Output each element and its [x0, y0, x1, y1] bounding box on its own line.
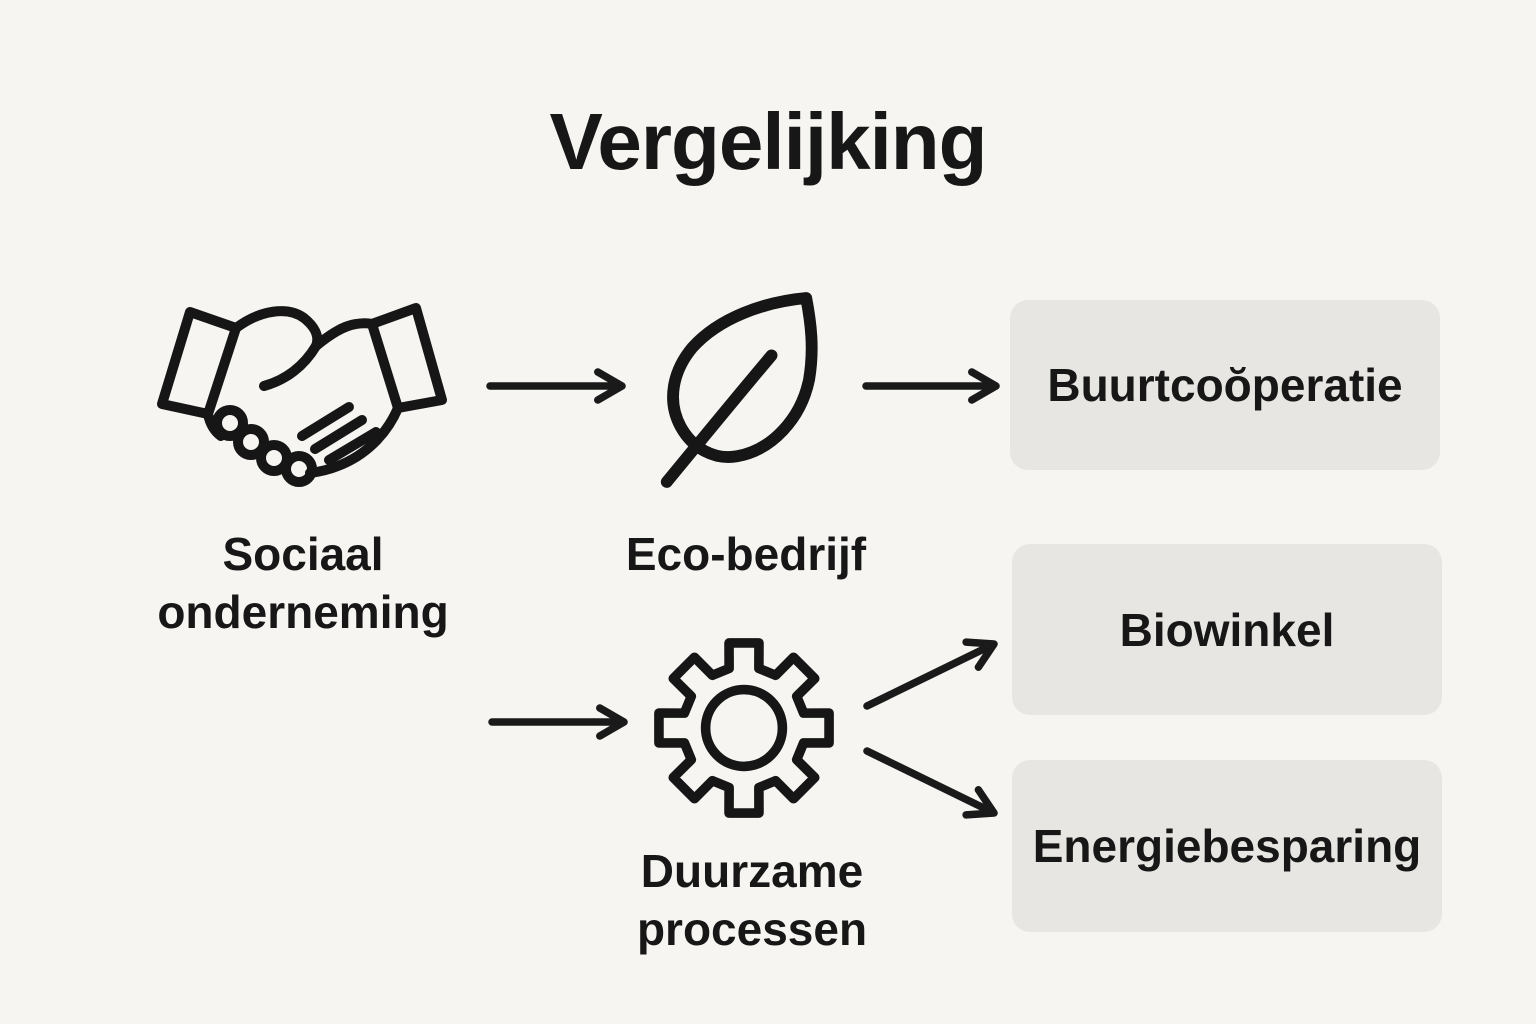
leaf-icon [645, 290, 823, 488]
result-box-biowinkel: Biowinkel [1012, 544, 1442, 715]
label-line: Eco-bedrijf [625, 528, 867, 580]
arrow-eco-to-buurtcooperatie [862, 368, 1000, 404]
gear-icon [648, 632, 840, 824]
arrow-duurzame-to-biowinkel [863, 638, 998, 710]
arrow-duurzame-to-energiebesparing [863, 747, 998, 819]
label-line: Duurzame [640, 845, 864, 897]
label-line: processen [636, 902, 868, 955]
arrow-into-duurzame [488, 704, 628, 740]
node-label-eco-bedrijf: Eco-bedrijf [546, 526, 946, 584]
result-box-label: Energiebesparing [1032, 820, 1422, 872]
handshake-icon [152, 296, 452, 496]
result-box-buurtcooperatie: Buurtcoŏperatie [1010, 300, 1440, 470]
result-box-label: Buurtcoŏperatie [1047, 359, 1403, 411]
node-label-sociaal-onderneming: Sociaal onderneming [103, 526, 503, 642]
node-label-duurzame-processen: Duurzame processen [542, 843, 962, 959]
result-box-label: Biowinkel [1119, 603, 1335, 656]
arrow-social-to-eco [486, 368, 626, 404]
result-box-energiebesparing: Energiebesparing [1012, 760, 1442, 932]
label-line: Sociaal [222, 528, 384, 580]
page-title: Vergelijking [549, 97, 987, 186]
label-line: onderneming [157, 585, 449, 638]
